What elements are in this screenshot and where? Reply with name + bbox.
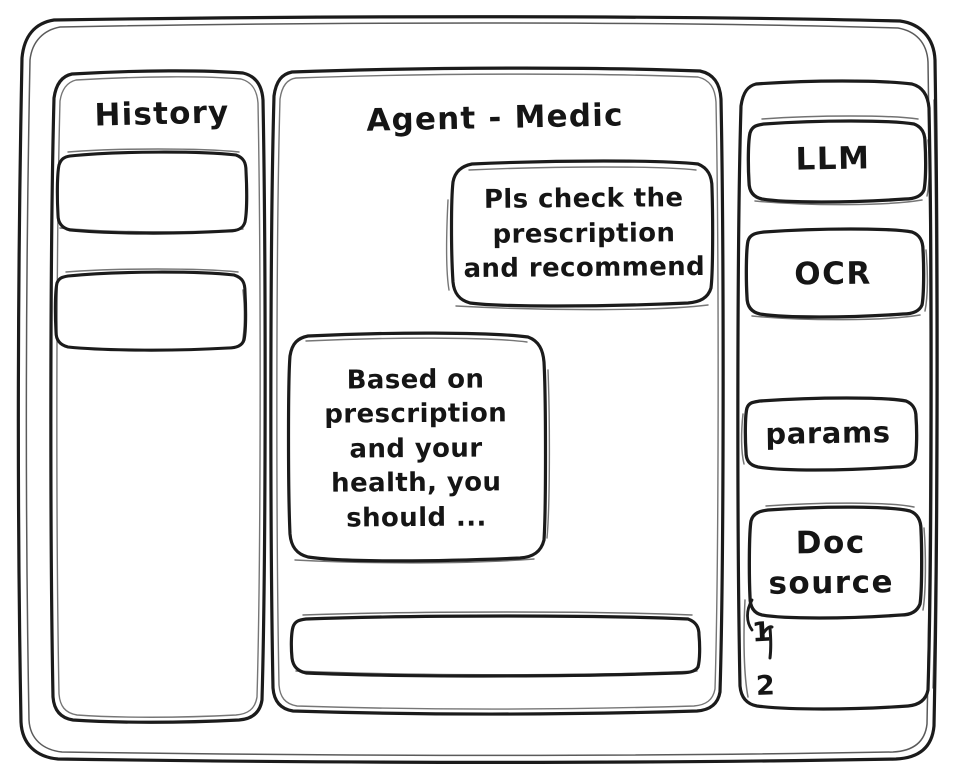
composer-input[interactable] [292,617,700,675]
doc-source-item-2[interactable]: 2 [755,669,776,702]
doc-source-box[interactable]: Doc source [749,505,923,617]
history-item-1[interactable] [57,150,247,232]
user-message-text: Pls check the prescription and recommend [463,183,706,285]
doc-source-item-1[interactable]: 1 [751,616,773,649]
user-message-bubble: Pls check the prescription and recommend [453,162,713,307]
params-button-label: params [765,415,891,452]
history-item-2[interactable] [56,270,246,350]
ocr-button[interactable]: OCR [747,228,923,318]
agent-panel-title: Agent - Medic [366,97,624,139]
llm-button[interactable]: LLM [749,119,925,203]
history-item-1-label [57,150,247,232]
params-button[interactable]: params [746,399,916,469]
composer-input-value [306,617,686,675]
doc-source-label: Doc source [768,524,895,602]
ocr-button-label: OCR [794,255,872,293]
history-item-2-label [56,270,246,350]
agent-message-bubble: Based on prescription and your health, y… [288,334,546,562]
llm-button-label: LLM [795,140,871,178]
agent-message-text: Based on prescription and your health, y… [324,364,508,534]
